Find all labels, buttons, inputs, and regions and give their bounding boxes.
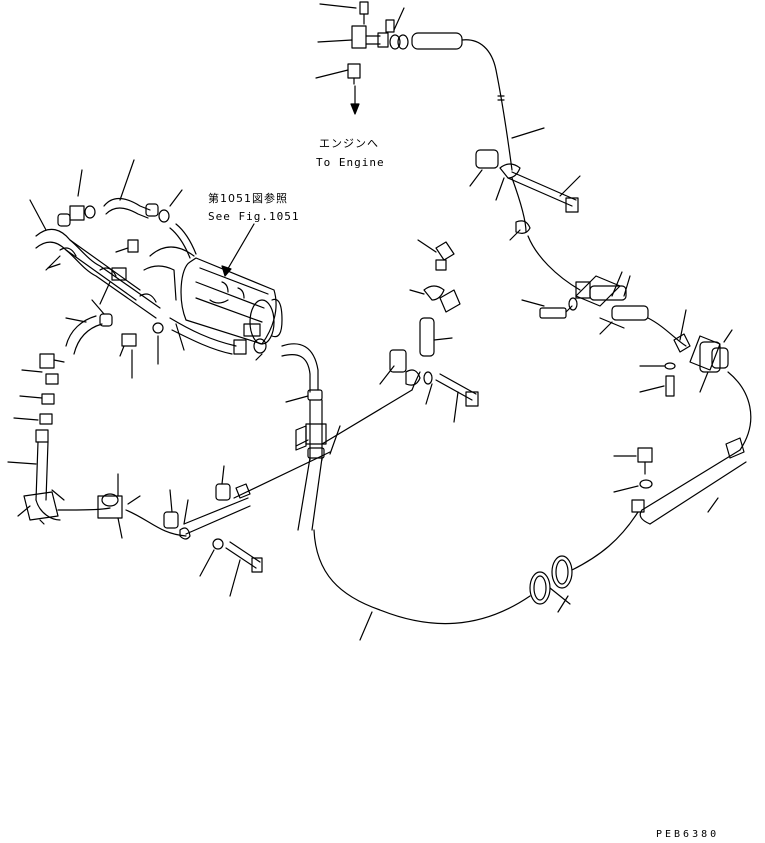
drawing-code: PEB6380 bbox=[656, 829, 720, 840]
right-upper-line bbox=[469, 69, 581, 291]
center-upper-fittings bbox=[379, 239, 479, 423]
center-vertical-hose bbox=[281, 343, 413, 531]
engine-fitting-assembly bbox=[315, 1, 497, 85]
left-vertical-hose bbox=[7, 353, 65, 525]
see-fig-label-en: See Fig.1051 bbox=[208, 210, 300, 223]
right-lower-hose bbox=[571, 437, 747, 571]
right-middle-assembly bbox=[521, 271, 752, 451]
leader-see-fig bbox=[225, 223, 255, 273]
to-engine-label-jp: エンジンへ bbox=[319, 137, 379, 150]
tank-reference-fig1051 bbox=[143, 246, 283, 345]
left-bottom-assembly bbox=[57, 451, 331, 597]
arrow-to-engine bbox=[350, 85, 360, 115]
see-fig-label-jp: 第1051図参照 bbox=[208, 192, 288, 205]
bottom-loop-line bbox=[313, 529, 573, 641]
leader-arrowhead bbox=[221, 265, 232, 277]
left-upper-hose bbox=[29, 159, 267, 379]
to-engine-label-en: To Engine bbox=[316, 156, 385, 169]
